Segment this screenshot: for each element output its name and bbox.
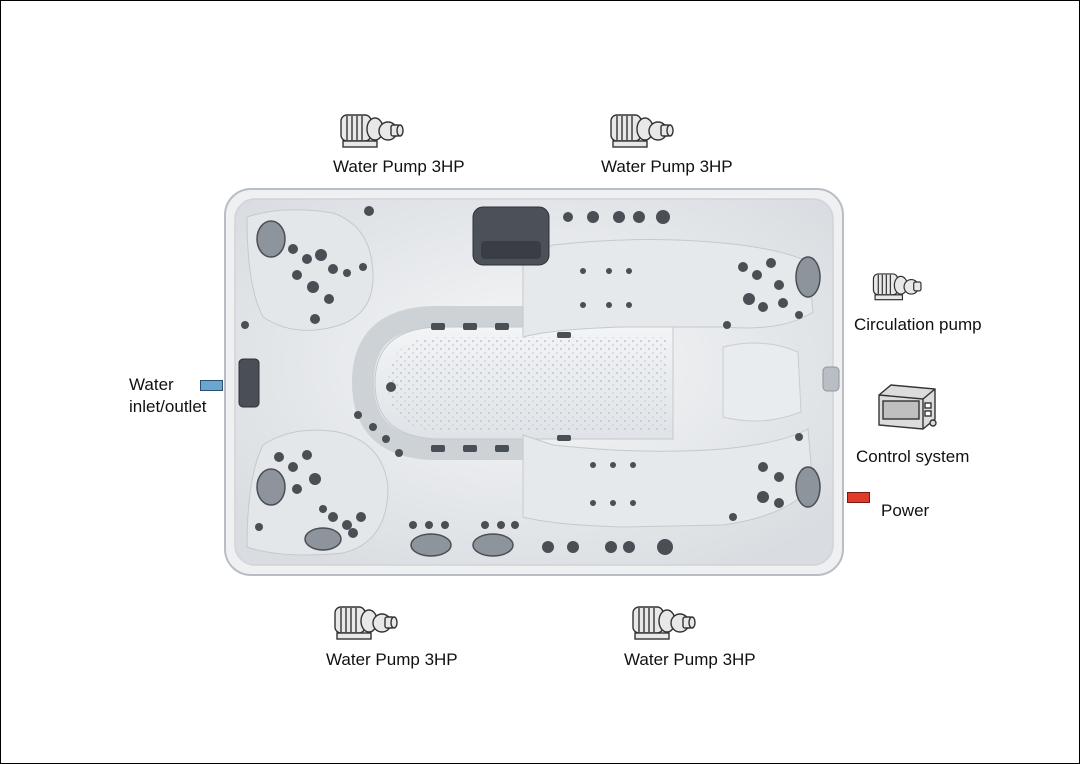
circulation-pump-icon bbox=[872, 273, 922, 301]
water-pump-icon bbox=[610, 114, 674, 148]
water-pump-icon bbox=[340, 114, 404, 148]
water-pump-icon bbox=[334, 606, 398, 640]
swim-spa-tub bbox=[224, 188, 844, 576]
label-circulation-pump: Circulation pump bbox=[854, 315, 982, 334]
footwell-bench bbox=[351, 306, 534, 460]
power-marker bbox=[847, 492, 870, 503]
label-water-line2: inlet/outlet bbox=[129, 397, 207, 416]
step-seat bbox=[722, 342, 802, 422]
seat-bottom-left bbox=[246, 429, 389, 556]
label-water-line1: Water bbox=[129, 375, 174, 394]
label-control-system: Control system bbox=[856, 447, 970, 466]
label-pump-bottom-left: Water Pump 3HP bbox=[326, 650, 458, 669]
label-pump-top-left: Water Pump 3HP bbox=[333, 157, 465, 176]
water-inlet-marker bbox=[200, 380, 223, 391]
small-jets bbox=[241, 206, 803, 555]
control-box-icon bbox=[878, 384, 937, 430]
floor-texture bbox=[388, 337, 668, 431]
control-panel bbox=[822, 366, 840, 392]
skimmer bbox=[238, 358, 260, 408]
lounger-top bbox=[522, 238, 814, 338]
label-pump-bottom-right: Water Pump 3HP bbox=[624, 650, 756, 669]
label-power: Power bbox=[881, 501, 930, 520]
headrest-grip bbox=[481, 241, 541, 259]
water-pump-icon bbox=[632, 606, 696, 640]
label-pump-top-right: Water Pump 3HP bbox=[601, 157, 733, 176]
large-jets bbox=[256, 220, 821, 557]
